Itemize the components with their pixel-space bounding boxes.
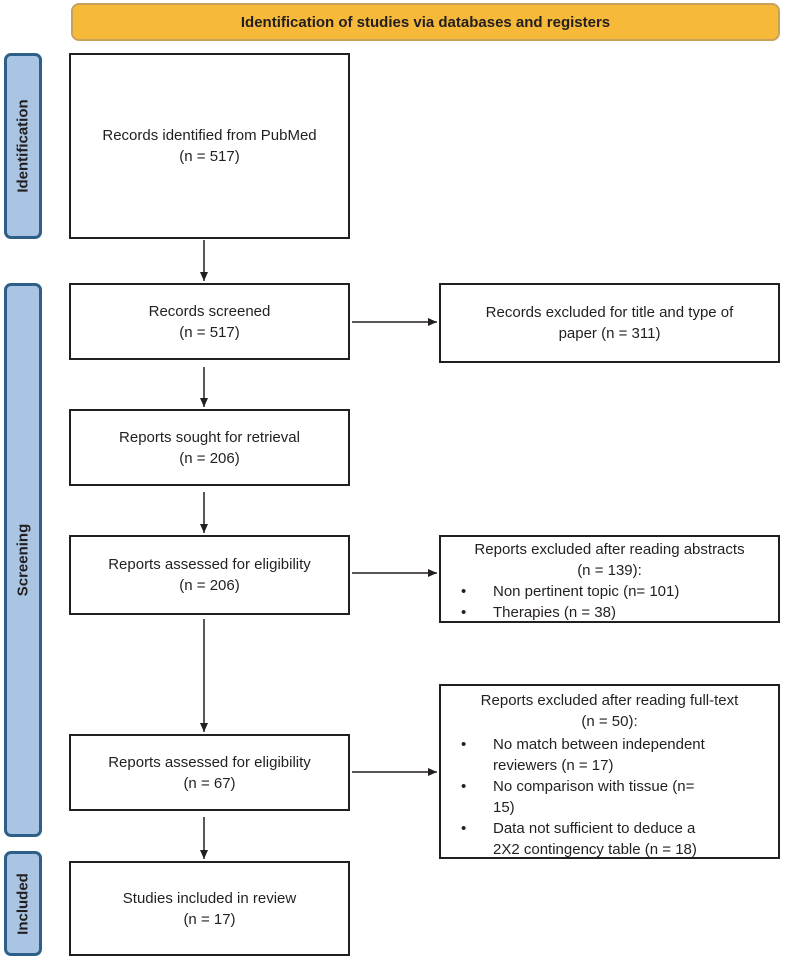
records-identified-text: Records identified from PubMed (102, 127, 317, 144)
excluded-abstracts-heading: Reports excluded after reading abstracts (474, 541, 745, 558)
records-excluded-title-count: paper (n = 311) (558, 325, 661, 342)
records-identified-box: Records identified from PubMed (n = 517) (69, 53, 350, 239)
studies-included-count: (n = 17) (183, 910, 236, 928)
reports-assessed-box-1: Reports assessed for eligibility (n = 20… (69, 535, 350, 615)
excluded-fulltext-item: Data not sufficient to deduce a 2X2 cont… (441, 818, 720, 860)
reports-assessed-count-1: (n = 206) (179, 577, 240, 594)
excluded-fulltext-count: (n = 50): (581, 713, 638, 730)
reports-excluded-abstracts-box: Reports excluded after reading abstracts… (439, 535, 780, 623)
excluded-fulltext-item: No comparison with tissue (n= 15) (441, 776, 720, 818)
reports-excluded-fulltext-box: Reports excluded after reading full-text… (439, 684, 780, 859)
reports-sought-text: Reports sought for retrieval (119, 428, 300, 446)
records-identified-count: (n = 517) (179, 148, 240, 165)
records-excluded-title-text: Records excluded for title and type of (485, 304, 734, 321)
records-excluded-title-box: Records excluded for title and type of p… (439, 283, 780, 363)
records-screened-box: Records screened (n = 517) (69, 283, 350, 360)
excluded-fulltext-heading: Reports excluded after reading full-text (480, 692, 739, 709)
header-identification-bar: Identification of studies via databases … (71, 3, 780, 41)
excluded-fulltext-item: No match between independent reviewers (… (441, 734, 720, 776)
studies-included-text: Studies included in review (122, 889, 297, 907)
header-title: Identification of studies via databases … (240, 13, 611, 31)
reports-sought-box: Reports sought for retrieval (n = 206) (69, 409, 350, 486)
reports-assessed-text-1: Reports assessed for eligibility (108, 556, 311, 573)
records-screened-text: Records screened (148, 302, 271, 320)
stage-included: Included (4, 851, 42, 956)
excluded-abstracts-count: (n = 139): (577, 562, 642, 579)
stage-identification: Identification (4, 53, 42, 239)
studies-included-box: Studies included in review (n = 17) (69, 861, 350, 956)
excluded-abstracts-item: Non pertinent topic (n= 101) (441, 581, 778, 602)
reports-assessed-box-2: Reports assessed for eligibility (n = 67… (69, 734, 350, 811)
excluded-abstracts-item: Therapies (n = 38) (441, 602, 778, 623)
reports-assessed-count-2: (n = 67) (183, 774, 236, 792)
records-screened-count: (n = 517) (179, 323, 240, 341)
reports-sought-count: (n = 206) (179, 449, 240, 467)
reports-assessed-text-2: Reports assessed for eligibility (108, 753, 311, 771)
stage-screening: Screening (4, 283, 42, 837)
